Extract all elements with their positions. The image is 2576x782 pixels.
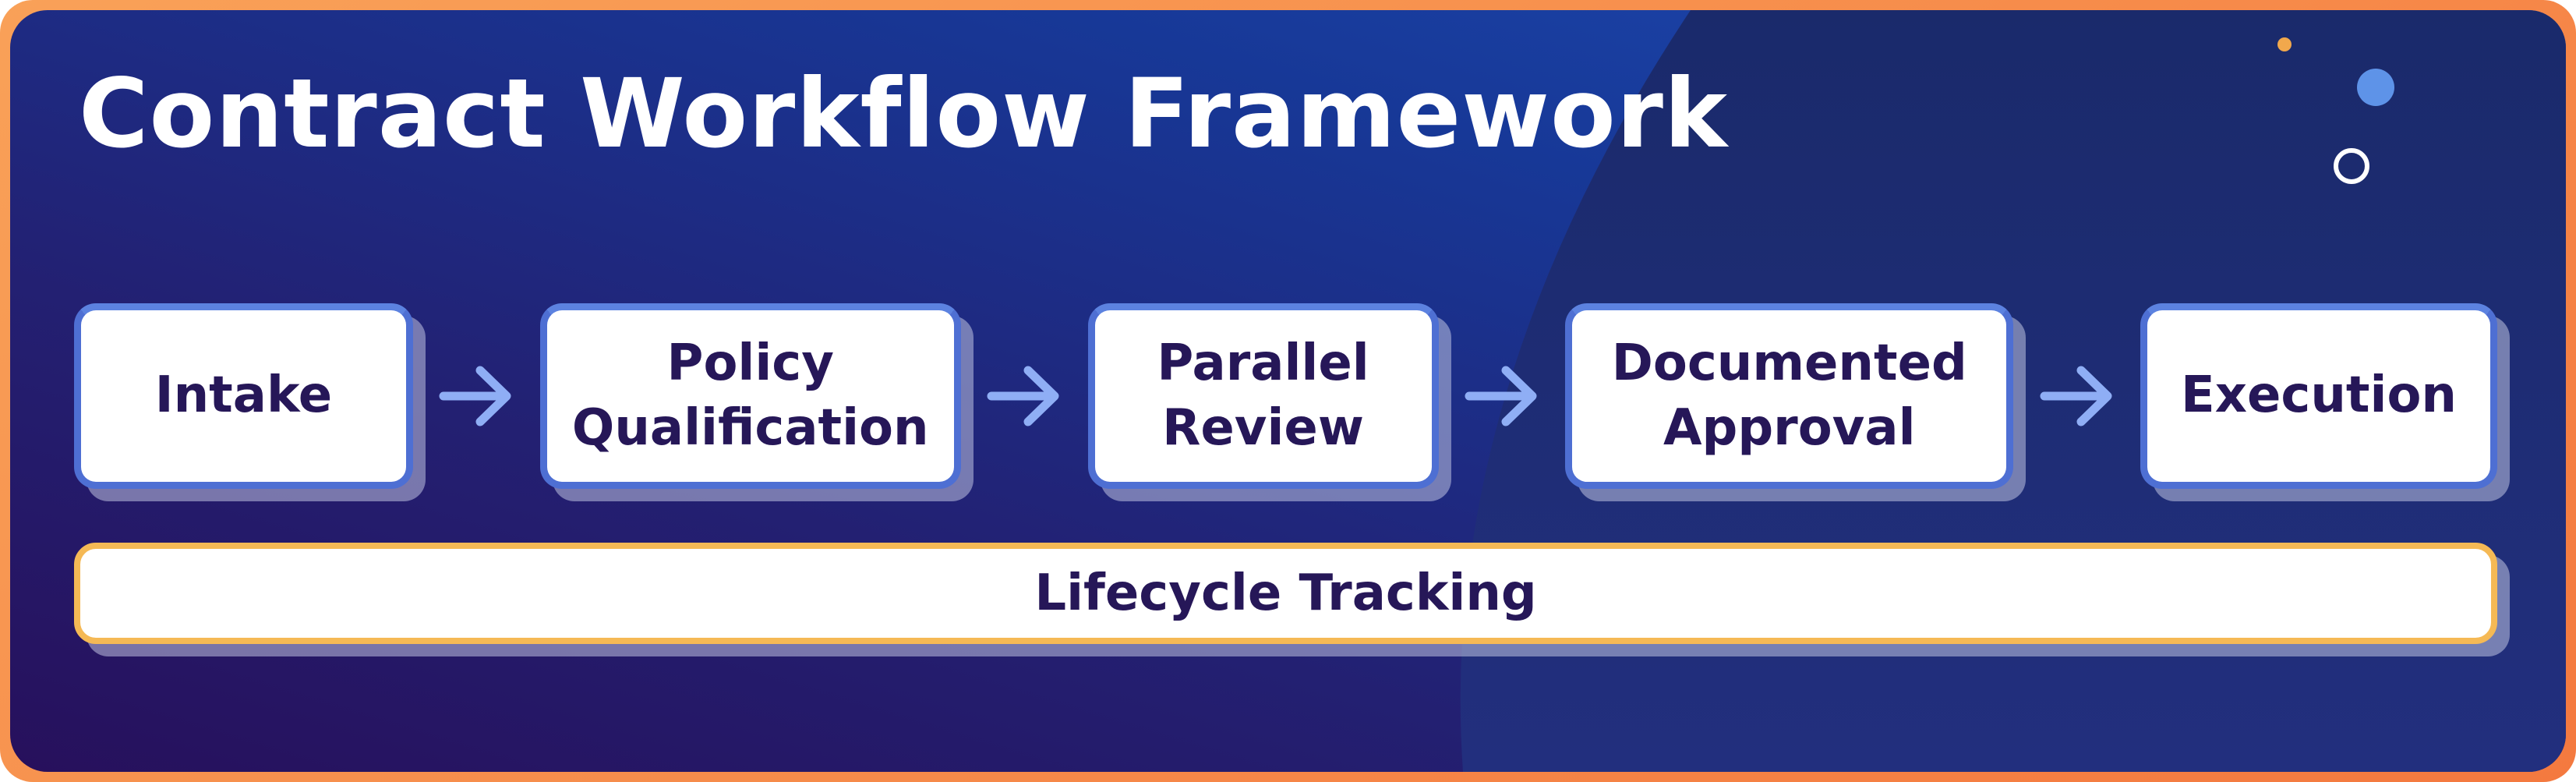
orange-dot-icon [2277,37,2292,51]
workflow-step-label: Parallel Review [1157,334,1369,457]
page-title: Contract Workflow Framework [79,58,1729,169]
workflow-row: Intake Policy Qualification Parallel Rev… [74,303,2497,489]
workflow-step-execution: Execution [2140,303,2497,489]
workflow-step-label: Execution [2181,366,2457,425]
blue-dot-icon [2357,69,2394,106]
workflow-step-parallel-review: Parallel Review [1087,303,1439,489]
arrow-right-icon [413,303,540,489]
white-ring-icon [2334,148,2369,184]
lifecycle-tracking-bar: Lifecycle Tracking [74,543,2497,644]
workflow-step-policy-qualification: Policy Qualification [539,303,961,489]
workflow-step-label: Documented Approval [1611,334,1967,457]
workflow-step-label: Intake [154,366,333,425]
arrow-right-icon [961,303,1088,489]
arrow-right-icon [1439,303,1566,489]
lifecycle-tracking-label: Lifecycle Tracking [1034,564,1537,622]
workflow-step-documented-approval: Documented Approval [1565,303,2014,489]
slide-card: Contract Workflow Framework Intake Polic… [10,10,2566,772]
workflow-step-intake: Intake [74,303,413,489]
workflow-step-label: Policy Qualification [571,334,929,457]
arrow-right-icon [2013,303,2140,489]
